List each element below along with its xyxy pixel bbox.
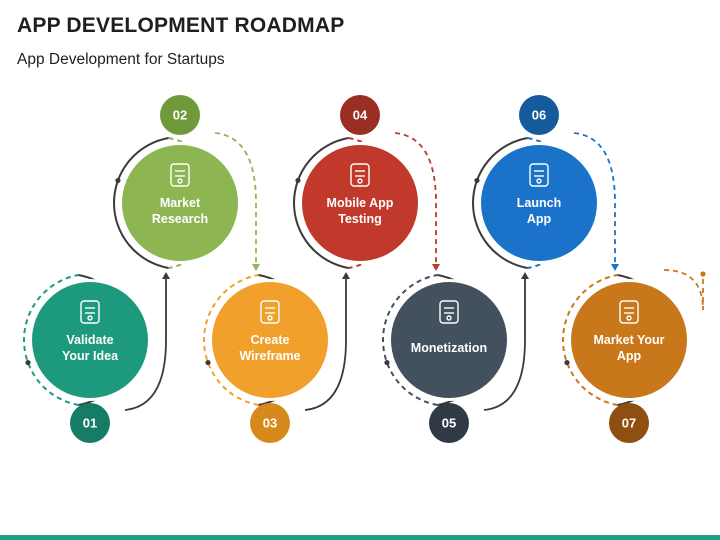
step-number: 07	[622, 416, 636, 431]
lightbulb-gear-icon	[80, 300, 100, 324]
step-label: App	[617, 349, 642, 363]
step-label: Wireframe	[239, 349, 300, 363]
step-number: 05	[442, 416, 456, 431]
connector-dot	[384, 359, 390, 366]
bottom-accent-bar	[0, 535, 720, 540]
step-number-badge	[160, 95, 200, 135]
step-label: Your Idea	[62, 349, 119, 363]
step-label: Mobile App	[327, 196, 394, 210]
step-circle	[32, 282, 148, 398]
arrow-head-icon	[611, 264, 619, 271]
step-circle	[122, 145, 238, 261]
connector-line	[483, 275, 526, 411]
step-number: 04	[353, 108, 368, 123]
step-number-badge	[429, 403, 469, 443]
step-circle	[391, 282, 507, 398]
connector-dot	[700, 271, 706, 277]
connector-dot	[474, 177, 480, 184]
step-number-badge	[519, 95, 559, 135]
flask-bulb-icon	[170, 163, 190, 187]
phone-grid-icon	[439, 300, 459, 324]
gears-pencil-icon	[260, 300, 280, 324]
step-label: Market Your	[593, 333, 664, 347]
connector-dot	[295, 177, 301, 184]
connector-line	[573, 132, 616, 268]
step-label: Testing	[338, 212, 382, 226]
solid-ring-arc	[472, 137, 528, 269]
step-label: Create	[251, 333, 290, 347]
step-number: 06	[532, 108, 546, 123]
solid-ring-arc	[113, 137, 169, 269]
connector-line	[214, 132, 257, 268]
dashed-ring-arc	[562, 274, 618, 406]
solid-ring-arc	[293, 137, 349, 269]
dashed-ring-arc	[382, 274, 438, 406]
arrow-head-icon	[432, 264, 440, 271]
step-label: Launch	[517, 196, 561, 210]
connector-dot	[25, 359, 31, 366]
roadmap-step-05: Monetization 05	[382, 272, 529, 443]
social-media-icon	[619, 300, 639, 324]
step-circle	[481, 145, 597, 261]
step-label: Research	[152, 212, 208, 226]
arrow-head-icon	[521, 272, 529, 279]
connector-line	[304, 275, 347, 411]
step-number: 01	[83, 416, 97, 431]
step-number: 02	[173, 108, 187, 123]
arrow-head-icon	[342, 272, 350, 279]
dashed-ring-arc	[203, 274, 259, 406]
step-number-badge	[70, 403, 110, 443]
connector-dot	[205, 359, 211, 366]
dashed-ring-arc	[23, 274, 79, 406]
step-circle	[302, 145, 418, 261]
step-number-badge	[609, 403, 649, 443]
page-title: APP DEVELOPMENT ROADMAP	[17, 14, 345, 37]
step-label: Market	[160, 196, 201, 210]
step-number-badge	[250, 403, 290, 443]
step-number-badge	[340, 95, 380, 135]
step-circle	[571, 282, 687, 398]
step-label: Monetization	[411, 341, 487, 355]
step-number: 03	[263, 416, 277, 431]
gift-box-stars-icon	[529, 163, 549, 187]
step-label: App	[527, 212, 552, 226]
arrow-head-icon	[252, 264, 260, 271]
arrow-head-icon	[162, 272, 170, 279]
step-label: Validate	[66, 333, 113, 347]
connector-line	[124, 275, 167, 411]
connector-dot	[564, 359, 570, 366]
connector-line	[394, 132, 437, 268]
step-circle	[212, 282, 328, 398]
clipboard-check-icon	[350, 163, 370, 187]
connector-line	[663, 269, 704, 311]
page-subtitle: App Development for Startups	[17, 51, 225, 68]
connector-dot	[115, 177, 121, 184]
